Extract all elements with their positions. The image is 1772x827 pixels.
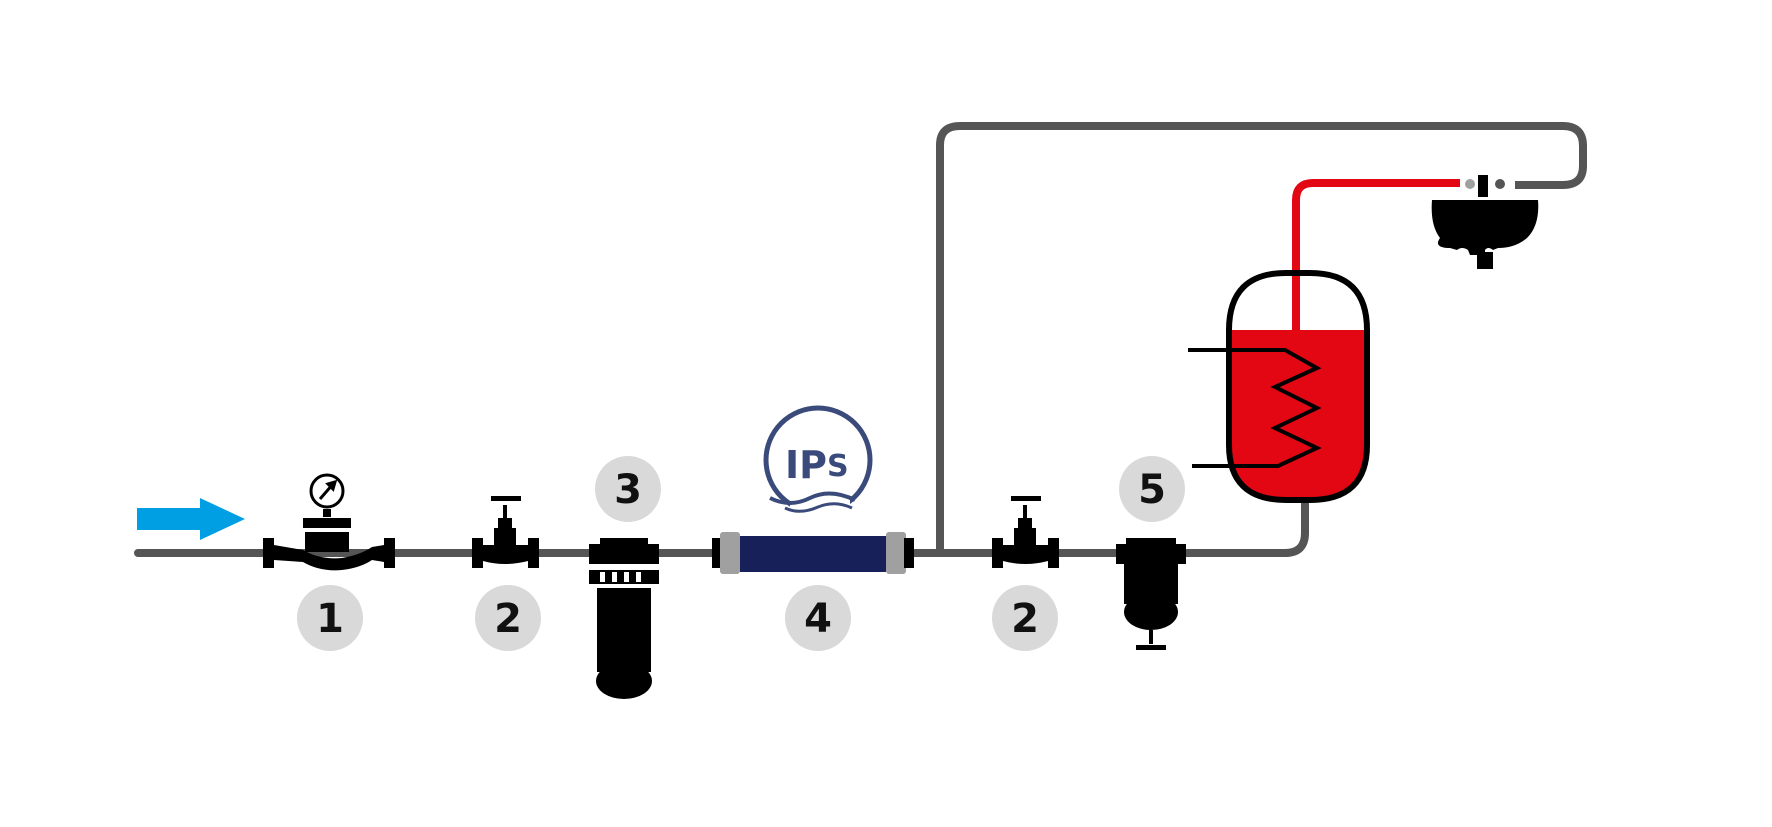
badge-circle — [992, 585, 1058, 651]
small-filter — [1116, 538, 1186, 650]
badge-water-meter: 1 — [297, 585, 363, 651]
badge-circle — [1119, 456, 1185, 522]
faucet — [1465, 175, 1505, 197]
ips-end-right — [904, 538, 914, 568]
ips-cap-left — [720, 532, 740, 574]
shutoff-valve-1 — [472, 496, 539, 568]
badge-circle — [785, 585, 851, 651]
badge-number: 2 — [494, 596, 522, 642]
badge-number: 4 — [804, 596, 832, 642]
badge-number: 1 — [316, 596, 344, 642]
sink — [1431, 200, 1539, 269]
ips-cap-right — [886, 532, 906, 574]
water-heater-tank — [1188, 270, 1370, 503]
badge-mechanical-filter: 3 — [595, 456, 661, 522]
hot-pipe — [1292, 179, 1460, 330]
logo-text-ip: IP — [785, 443, 827, 487]
badge-ips-conditioner: 4 — [785, 585, 851, 651]
badge-number: 5 — [1138, 467, 1166, 513]
water-meter — [263, 509, 395, 571]
main-pipe — [134, 496, 1309, 557]
heating-coil — [1188, 348, 1322, 468]
badge-circle — [475, 585, 541, 651]
mechanical-filter — [589, 538, 659, 699]
inlet-arrow — [137, 498, 245, 540]
filter-bands — [600, 572, 641, 582]
shutoff-valve-2 — [992, 496, 1059, 568]
cold-pipe-to-sink — [936, 122, 1587, 553]
gauge-icon — [309, 473, 345, 509]
badge-circle — [297, 585, 363, 651]
badge-number: 3 — [614, 467, 642, 513]
ips-conditioner — [712, 532, 914, 574]
badge-number: 2 — [1011, 596, 1039, 642]
badge-circle — [595, 456, 661, 522]
ips-end-left — [712, 538, 722, 568]
badge-shutoff-valve: 2 — [475, 585, 541, 651]
badge-filter: 5 — [1119, 456, 1185, 522]
ips-body — [740, 536, 886, 572]
svg-text:IPS: IPS — [785, 443, 849, 487]
badge-shutoff-valve: 2 — [992, 585, 1058, 651]
badges: 1 2 3 4 2 5 — [297, 456, 1185, 651]
logo-text-s: S — [827, 449, 849, 484]
ips-logo: IPS — [763, 405, 873, 518]
